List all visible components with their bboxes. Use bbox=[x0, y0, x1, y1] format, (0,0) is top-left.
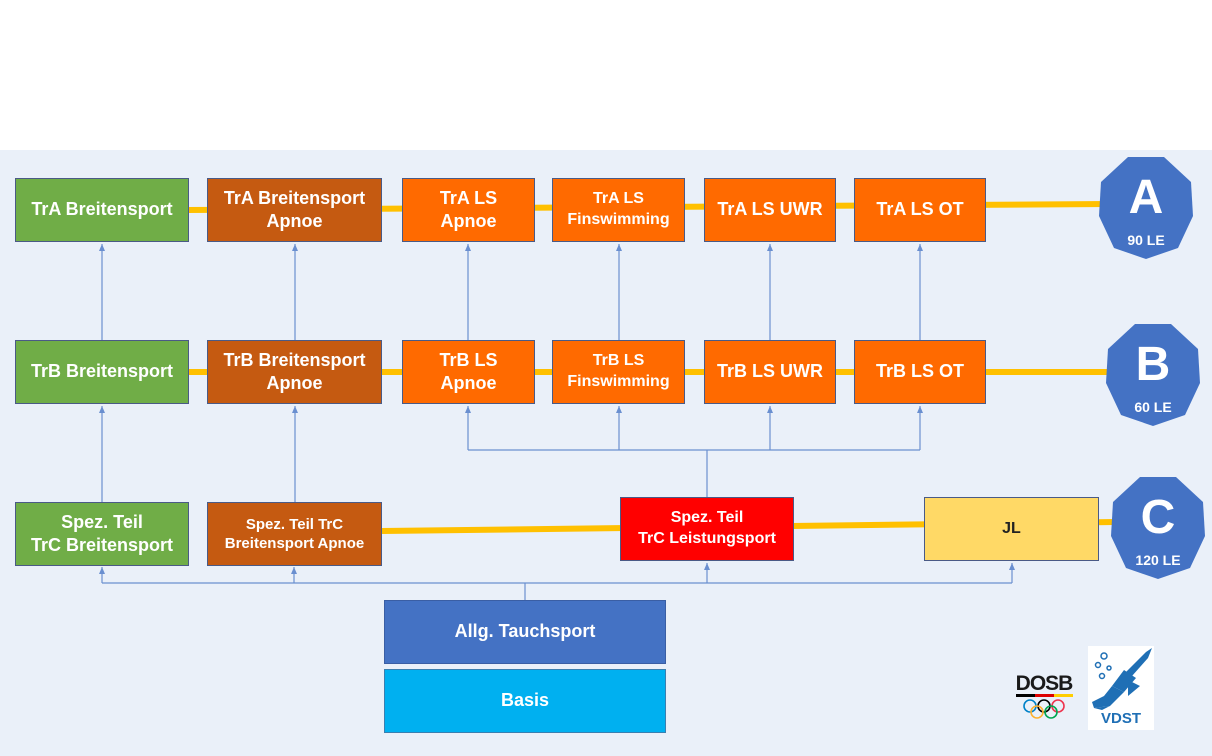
arrows-c-to-b bbox=[99, 406, 923, 502]
box-trb-breitensport: TrB Breitensport bbox=[15, 340, 189, 404]
box-trb-ls-apnoe: TrB LS Apnoe bbox=[402, 340, 535, 404]
octagon-icon bbox=[1106, 324, 1200, 426]
box-tra-breitensport-apnoe: TrA Breitensport Apnoe bbox=[207, 178, 382, 242]
box-spez-trc-leistungsport: Spez. Teil TrC Leistungsport bbox=[620, 497, 794, 561]
octagon-icon bbox=[1111, 477, 1205, 579]
dosb-logo: DOSB bbox=[1010, 668, 1078, 722]
vdst-logo: VDST bbox=[1088, 646, 1154, 730]
box-spez-trc-breitensport: Spez. Teil TrC Breitensport bbox=[15, 502, 189, 566]
vdst-logo-text: VDST bbox=[1100, 710, 1141, 727]
level-badge-c: C 120 LE bbox=[1110, 476, 1206, 580]
level-hours-c: 120 LE bbox=[1135, 552, 1181, 568]
box-trb-ls-ot: TrB LS OT bbox=[854, 340, 986, 404]
box-tra-ls-ot: TrA LS OT bbox=[854, 178, 986, 242]
arrows-b-to-a bbox=[99, 244, 923, 340]
level-badge-a: A 90 LE bbox=[1098, 156, 1194, 260]
box-tra-ls-uwr: TrA LS UWR bbox=[704, 178, 836, 242]
level-letter-a: A bbox=[1128, 171, 1164, 224]
svg-text:DOSB: DOSB bbox=[1016, 672, 1074, 695]
octagon-icon bbox=[1099, 157, 1193, 259]
level-hours-a: 90 LE bbox=[1127, 232, 1165, 248]
box-trb-ls-finswimming: TrB LS Finswimming bbox=[552, 340, 685, 404]
box-allg-tauchsport: Allg. Tauchsport bbox=[384, 600, 666, 664]
level-hours-b: 60 LE bbox=[1134, 399, 1172, 415]
arrows-base-to-c bbox=[99, 563, 1015, 600]
level-badge-b: B 60 LE bbox=[1105, 323, 1201, 427]
level-letter-b: B bbox=[1135, 338, 1171, 391]
box-tra-ls-apnoe: TrA LS Apnoe bbox=[402, 178, 535, 242]
box-trb-breitensport-apnoe: TrB Breitensport Apnoe bbox=[207, 340, 382, 404]
box-trb-ls-uwr: TrB LS UWR bbox=[704, 340, 836, 404]
box-tra-breitensport: TrA Breitensport bbox=[15, 178, 189, 242]
level-letter-c: C bbox=[1140, 491, 1176, 544]
box-spez-trc-breitensport-apnoe: Spez. Teil TrC Breitensport Apnoe bbox=[207, 502, 382, 566]
box-basis: Basis bbox=[384, 669, 666, 733]
box-jl: JL bbox=[924, 497, 1099, 561]
box-tra-ls-finswimming: TrA LS Finswimming bbox=[552, 178, 685, 242]
